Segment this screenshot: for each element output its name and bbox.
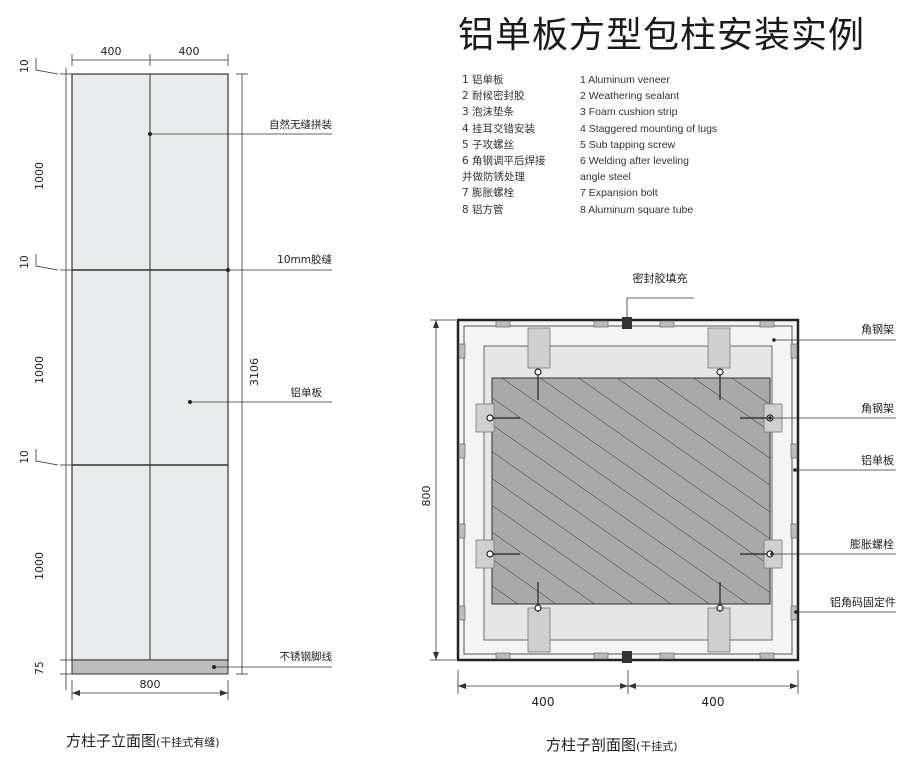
dim-gap-3: 10 bbox=[19, 450, 31, 463]
legend-en: angle steel bbox=[580, 171, 631, 184]
concrete-column bbox=[491, 377, 771, 605]
page-title: 铝单板方型包柱安装实例 bbox=[458, 15, 866, 56]
section-caption-main: 方柱子剖面图 bbox=[546, 736, 637, 754]
legend-zh: 5 子攻螺丝 bbox=[462, 138, 515, 151]
label-glue-gap: 10mm胶缝 bbox=[277, 253, 332, 266]
legend-item: 6 角钢调平后焊接 6 Welding after leveling bbox=[462, 153, 792, 169]
legend-zh: 6 角钢调平后焊接 bbox=[462, 154, 546, 167]
skirting-strip bbox=[71, 659, 229, 675]
legend-en: 3 Foam cushion strip bbox=[580, 106, 678, 119]
label-skirting: 不锈钢脚线 bbox=[280, 650, 333, 663]
label-angle-frame-2: 角钢架 bbox=[861, 402, 894, 415]
legend-zh: 8 铝方管 bbox=[462, 203, 504, 216]
legend-zh: 7 膨胀螺栓 bbox=[462, 187, 515, 200]
dim-section-left: 400 bbox=[532, 695, 555, 709]
legend-item: 8 铝方管 8 Aluminum square tube bbox=[462, 202, 792, 218]
label-corner-code: 铝角码固定件 bbox=[830, 595, 896, 609]
elevation-caption: 方柱子立面图(干挂式有缝) bbox=[66, 730, 220, 751]
legend-en: 7 Expansion bolt bbox=[580, 187, 658, 200]
section-drawing: 800 400 400 密封胶填充 角钢架 角钢架 铝单板 膨胀螺栓 铝角码固定… bbox=[420, 271, 896, 709]
legend-en: 4 Staggered mounting of lugs bbox=[580, 122, 718, 135]
section-caption-sub: (干挂式) bbox=[636, 740, 678, 753]
dim-panel-2: 1000 bbox=[33, 356, 46, 384]
label-panel: 铝单板 bbox=[291, 386, 323, 399]
label-sealant-fill: 密封胶填充 bbox=[633, 271, 688, 285]
legend-en: 8 Aluminum square tube bbox=[580, 203, 694, 216]
dim-panel-3: 1000 bbox=[33, 552, 46, 580]
elevation-drawing: 400 400 10 1000 10 1000 10 1000 75 3106 … bbox=[19, 45, 332, 700]
elevation-caption-main: 方柱子立面图 bbox=[66, 732, 157, 750]
dim-bottom-width: 800 bbox=[140, 678, 161, 691]
legend-item: 1 铝单板 1 Aluminum veneer bbox=[462, 72, 792, 88]
dim-section-height: 800 bbox=[420, 486, 433, 507]
legend-zh: 1 铝单板 bbox=[462, 74, 504, 86]
label-seamless: 自然无缝拼装 bbox=[269, 118, 332, 131]
legend-en: 2 Weathering sealant bbox=[580, 90, 680, 103]
legend-en: 1 Aluminum veneer bbox=[580, 74, 670, 86]
legend-en: 6 Welding after leveling bbox=[580, 154, 689, 167]
legend-zh: 4 挂耳交错安装 bbox=[462, 122, 536, 135]
legend-zh: 3 泡沫垫条 bbox=[462, 106, 515, 119]
label-section-panel: 铝单板 bbox=[861, 453, 894, 467]
legend-item: 并做防锈处理 angle steel bbox=[462, 169, 792, 185]
dim-gap-2: 10 bbox=[19, 255, 31, 268]
elevation-caption-sub: (干挂式有缝) bbox=[156, 736, 220, 749]
dim-top-right: 400 bbox=[179, 45, 200, 58]
legend-zh: 并做防锈处理 bbox=[462, 171, 525, 184]
legend-item: 7 膨胀螺栓 7 Expansion bolt bbox=[462, 185, 792, 201]
section-caption: 方柱子剖面图(干挂式) bbox=[546, 734, 678, 755]
legend-item: 4 挂耳交错安装 4 Staggered mounting of lugs bbox=[462, 121, 792, 137]
legend-list: 1 铝单板 1 Aluminum veneer 2 耐候密封胶 2 Weatheri… bbox=[462, 72, 792, 218]
legend-item: 5 子攻螺丝 5 Sub tapping screw bbox=[462, 137, 792, 153]
dim-panel-1: 1000 bbox=[33, 162, 46, 190]
legend-en: 5 Sub tapping screw bbox=[580, 138, 676, 151]
dim-gap-1: 10 bbox=[19, 59, 31, 72]
label-expansion-bolt: 膨胀螺栓 bbox=[850, 537, 894, 551]
legend-item: 2 耐候密封胶 2 Weathering sealant bbox=[462, 88, 792, 104]
legend-item: 3 泡沫垫条 3 Foam cushion strip bbox=[462, 104, 792, 120]
dim-top-left: 400 bbox=[101, 45, 122, 58]
label-angle-frame-1: 角钢架 bbox=[861, 323, 894, 336]
legend-zh: 2 耐候密封胶 bbox=[462, 90, 525, 103]
dim-base: 75 bbox=[34, 661, 46, 674]
dim-section-right: 400 bbox=[702, 695, 725, 709]
dim-total-height: 3106 bbox=[248, 358, 261, 386]
